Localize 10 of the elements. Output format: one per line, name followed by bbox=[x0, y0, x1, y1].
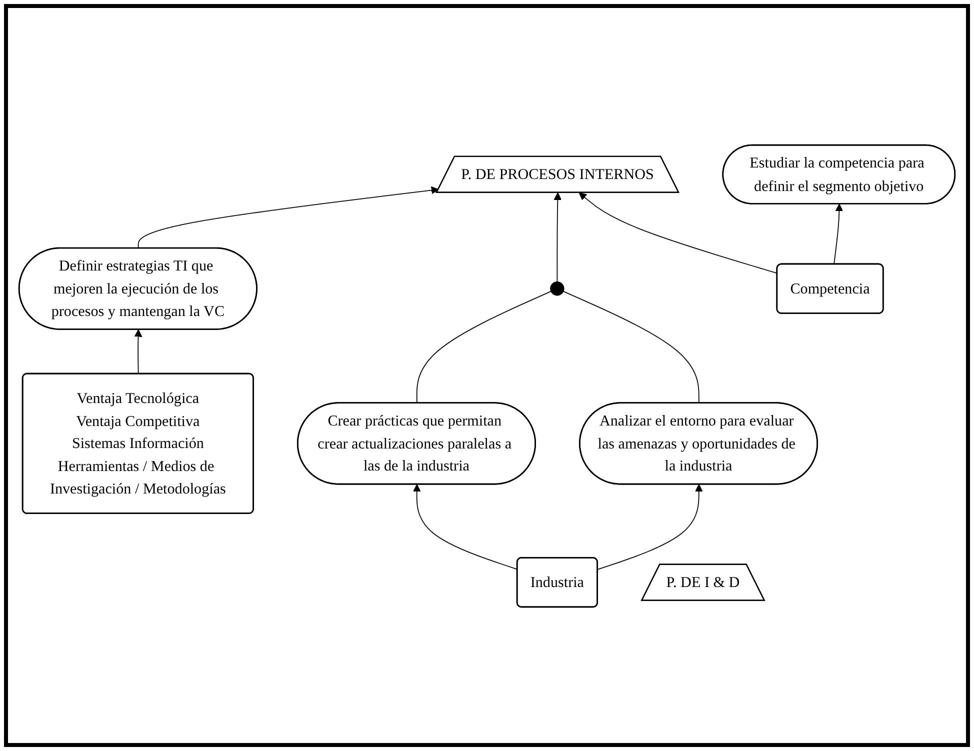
arrow bbox=[554, 192, 562, 282]
node-circle bbox=[550, 281, 564, 296]
arrow bbox=[134, 328, 142, 374]
arrow bbox=[578, 192, 778, 274]
connector bbox=[562, 290, 700, 404]
arrow bbox=[412, 484, 518, 570]
arrow bbox=[138, 186, 439, 248]
arrow bbox=[834, 203, 844, 264]
arrow bbox=[597, 484, 703, 570]
connector bbox=[416, 290, 552, 404]
